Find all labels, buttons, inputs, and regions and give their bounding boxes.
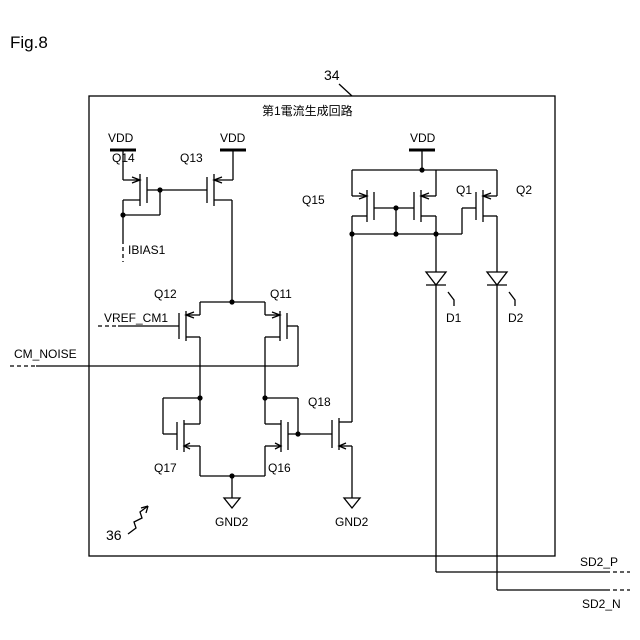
sd2p-label: SD2_P bbox=[580, 555, 618, 569]
cm-noise-label: CM_NOISE bbox=[14, 347, 77, 361]
q11-label: Q11 bbox=[270, 287, 292, 301]
sd2n-label: SD2_N bbox=[582, 597, 621, 611]
q14-label: Q14 bbox=[112, 151, 135, 165]
q12-label: Q12 bbox=[154, 287, 177, 301]
ref-36-leader bbox=[128, 506, 148, 534]
block-ref-34: 34 bbox=[324, 67, 340, 83]
vdd-mirror-label: VDD bbox=[410, 131, 436, 145]
q15-label: Q15 bbox=[302, 193, 325, 207]
gnd-left-label: GND2 bbox=[215, 515, 249, 529]
q18-label: Q18 bbox=[308, 395, 331, 409]
q13-label: Q13 bbox=[180, 151, 203, 165]
d2-label: D2 bbox=[508, 311, 524, 325]
d1-label: D1 bbox=[446, 311, 462, 325]
vref-label: VREF_CM1 bbox=[104, 311, 168, 325]
vdd-q13-label: VDD bbox=[220, 131, 246, 145]
gnd-right-label: GND2 bbox=[335, 515, 369, 529]
q16-label: Q16 bbox=[268, 461, 291, 475]
vdd-q14-label: VDD bbox=[108, 131, 134, 145]
q17-label: Q17 bbox=[154, 461, 177, 475]
ground-right-icon bbox=[344, 498, 360, 508]
block-ref-leader bbox=[339, 84, 352, 96]
block-title: 第1電流生成回路 bbox=[262, 103, 353, 118]
ground-left-icon bbox=[224, 498, 240, 508]
q1-label: Q1 bbox=[456, 183, 472, 197]
ibias-label: IBIAS1 bbox=[128, 243, 166, 257]
diode-d2-icon bbox=[487, 272, 507, 285]
diode-d1-icon bbox=[426, 272, 446, 285]
ref-36: 36 bbox=[106, 527, 122, 543]
figure-label: Fig.8 bbox=[10, 33, 48, 52]
q2-label: Q2 bbox=[516, 183, 532, 197]
